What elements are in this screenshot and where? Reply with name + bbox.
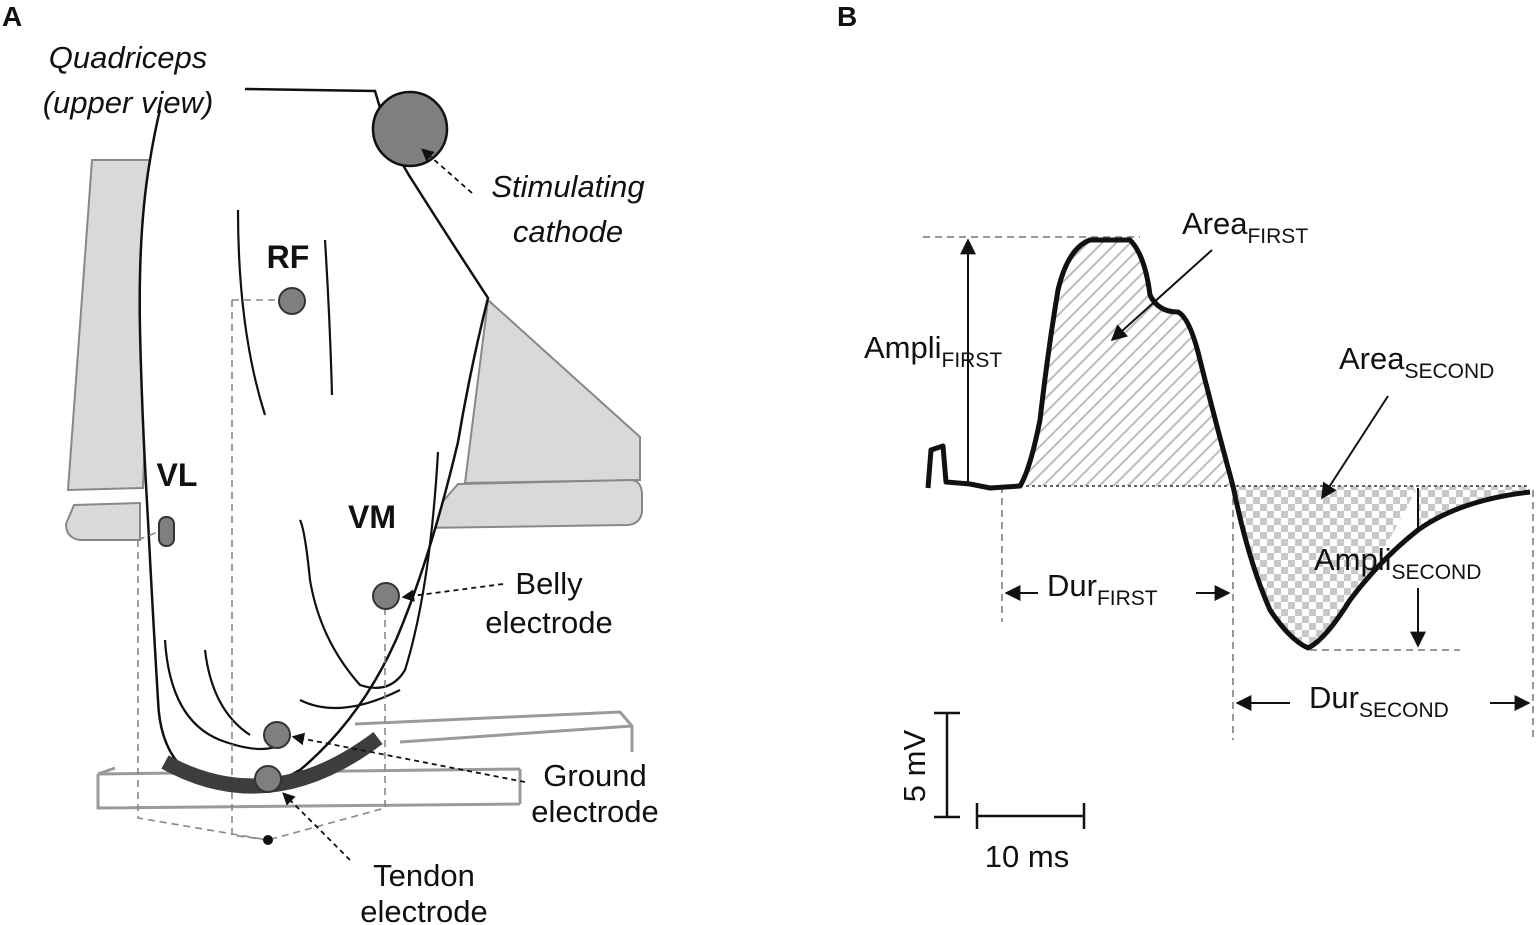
dur-first-main: Dur [1047, 568, 1097, 603]
ampli-first-main: Ampli [864, 330, 942, 365]
muscle-line-rf-left [236, 209, 267, 416]
stimulating-cathode [371, 90, 449, 168]
ground-arrow [291, 732, 526, 783]
dur-second-label: DurSECOND [1309, 680, 1449, 722]
belly-electrode-label-line2: electrode [485, 605, 613, 640]
muscle-line-vm-inner-2 [299, 689, 401, 710]
projection-point [263, 835, 273, 845]
panel-a-label: A [2, 1, 22, 32]
ampli-second-subscript: SECOND [1392, 561, 1482, 584]
tendon-electrode-label-line2: electrode [360, 894, 488, 925]
rf-label: RF [267, 239, 310, 275]
muscle-line-vl-inner-1 [163, 639, 281, 751]
ampli-first-subscript: FIRST [942, 349, 1003, 372]
ampli-first-label: AmpliFIRST [864, 330, 1002, 372]
stimulating-cathode-label-line2: cathode [513, 214, 623, 249]
vl-label: VL [157, 457, 198, 493]
stim-arrow [421, 148, 473, 194]
ampli-second-label: AmpliSECOND [1314, 542, 1481, 584]
support-surface [66, 159, 157, 492]
area-second-subscript: SECOND [1404, 360, 1494, 383]
panel-b: B AreaFIRST AmpliFIRST AreaSECOND Am [837, 1, 1534, 874]
quadriceps-label-line2: (upper view) [43, 85, 214, 120]
dur-second-main: Dur [1309, 680, 1359, 715]
panel-b-label: B [837, 1, 857, 32]
dur-first-label: DurFIRST [1047, 568, 1158, 610]
tendon-electrode-label-line1: Tendon [373, 858, 475, 893]
quadriceps-outline [138, 87, 490, 790]
area-second-pointer [1321, 395, 1389, 500]
tendon-arrow [282, 792, 351, 861]
support-edge [64, 478, 643, 541]
scale-bar-voltage [934, 711, 960, 819]
foot-bar-rear [354, 710, 634, 752]
dur-first-subscript: FIRST [1097, 587, 1158, 610]
area-second-main: Area [1339, 341, 1405, 376]
area-second-fill [1233, 486, 1530, 648]
support-surface-right [463, 297, 641, 485]
belly-arrow [401, 583, 504, 602]
dur-second-subscript: SECOND [1359, 699, 1449, 722]
scale-voltage-label: 5 mV [897, 730, 932, 803]
rf-electrode [278, 287, 306, 315]
ground-electrode-label-line2: electrode [531, 794, 659, 829]
ground-electrode [263, 721, 291, 749]
area-first-fill [1020, 240, 1233, 486]
m-wave-trace [925, 237, 1531, 651]
vm-label: VM [348, 499, 396, 535]
scale-bar-time [975, 803, 1086, 829]
stimulating-cathode-label-line1: Stimulating [491, 169, 644, 204]
belly-electrode [372, 582, 400, 610]
area-first-subscript: FIRST [1247, 225, 1308, 248]
ground-electrode-label-line1: Ground [543, 758, 646, 793]
vl-electrode [158, 516, 175, 547]
area-second-label: AreaSECOND [1339, 341, 1494, 383]
muscle-line-rf-right [323, 239, 334, 396]
muscle-line-vm-inner [298, 451, 440, 689]
ampli-second-main: Ampli [1314, 542, 1392, 577]
projection-lines [137, 299, 386, 841]
muscle-line-vl-inner-2 [203, 649, 251, 736]
tendon-electrode [254, 765, 282, 793]
belly-electrode-label-line1: Belly [515, 566, 583, 601]
area-first-pointer [1110, 249, 1213, 342]
quadriceps-label-line1: Quadriceps [49, 40, 208, 75]
area-first-main: Area [1182, 206, 1248, 241]
scale-time-label: 10 ms [985, 839, 1069, 874]
area-first-label: AreaFIRST [1182, 206, 1308, 248]
panel-a: A Quadriceps (upper [2, 1, 659, 925]
